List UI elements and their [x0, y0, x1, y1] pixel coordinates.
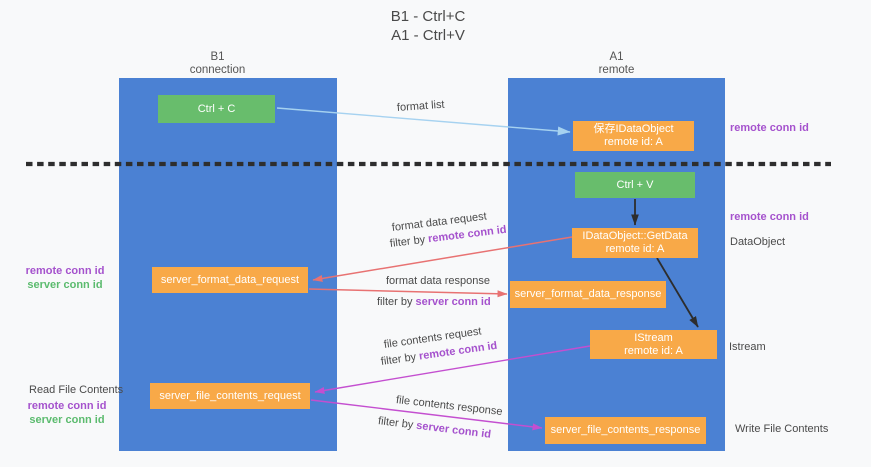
format-response-filter-label: filter by server conn id [377, 296, 491, 309]
server-conn-id-label-left-1: server conn id [27, 279, 103, 291]
lifeline-header-a1: A1 remote [508, 51, 725, 77]
file-response-filter-key: server conn id [415, 419, 492, 441]
getdata-box: IDataObject::GetData remote id: A [572, 228, 698, 258]
page-title-line-2: A1 - Ctrl+V [391, 27, 465, 44]
format-list-label: format list [396, 98, 445, 114]
read-file-contents-label: Read File Contents [29, 384, 124, 396]
remote-conn-id-label-mid-right: remote conn id [730, 211, 809, 223]
server-format-data-request-label: server_format_data_request [160, 273, 300, 286]
format-response-filter-prefix: filter by [377, 296, 416, 308]
format-request-filter-prefix: filter by [389, 233, 429, 250]
server-conn-id-label-left-2: server conn id [29, 414, 105, 426]
lifeline-b1-role: connection [189, 64, 246, 76]
save-dataobject-line2: remote id: A [604, 136, 663, 148]
ctrl-c-box: Ctrl + C [158, 95, 275, 123]
format-response-label: format data response [386, 275, 490, 287]
file-response-filter-label: filter by server conn id [377, 415, 491, 442]
lifeline-a1-role: remote [598, 64, 635, 76]
save-dataobject-line1: 保存IDataObject [593, 123, 674, 135]
save-dataobject-box: 保存IDataObject remote id: A [573, 121, 694, 151]
istream-line1: IStream [634, 331, 673, 344]
server-file-contents-response-label: server_file_contents_response [550, 424, 701, 436]
getdata-line2: remote id: A [605, 243, 665, 255]
page-title-line-1: B1 - Ctrl+C [390, 8, 466, 25]
server-format-data-request-box: server_format_data_request [152, 267, 308, 293]
ctrl-c-label: Ctrl + C [197, 102, 236, 115]
file-response-filter-prefix: filter by [377, 415, 418, 432]
ctrl-v-label: Ctrl + V [616, 178, 654, 191]
istream-box: IStream remote id: A [590, 330, 717, 359]
file-request-filter-prefix: filter by [380, 350, 420, 368]
remote-conn-id-label-top-right: remote conn id [730, 122, 809, 134]
getdata-line1: IDataObject::GetData [582, 230, 688, 242]
server-format-data-response-box: server_format_data_response [510, 281, 666, 308]
remote-conn-id-label-left-1: remote conn id [25, 265, 105, 277]
format-response-filter-key: server conn id [415, 296, 491, 308]
remote-conn-id-label-left-2: remote conn id [27, 400, 107, 412]
format-response-arrow [308, 288, 508, 298]
server-file-contents-request-label: server_file_contents_request [159, 389, 301, 402]
page-title: B1 - Ctrl+C A1 - Ctrl+V [0, 7, 856, 45]
istream-label: Istream [729, 341, 766, 353]
ctrl-v-box: Ctrl + V [575, 172, 695, 198]
istream-line2: remote id: A [624, 344, 683, 357]
write-file-contents-label: Write File Contents [735, 423, 829, 435]
file-response-label: file contents response [395, 394, 504, 419]
server-file-contents-response-box: server_file_contents_response [545, 417, 706, 444]
server-format-data-response-label: server_format_data_response [514, 288, 662, 300]
lifeline-b1-name: B1 [210, 51, 225, 63]
lifeline-header-b1: B1 connection [120, 51, 315, 77]
dataobject-label: DataObject [730, 236, 786, 248]
server-file-contents-request-box: server_file_contents_request [150, 383, 310, 409]
lifeline-a1-name: A1 [609, 51, 624, 63]
